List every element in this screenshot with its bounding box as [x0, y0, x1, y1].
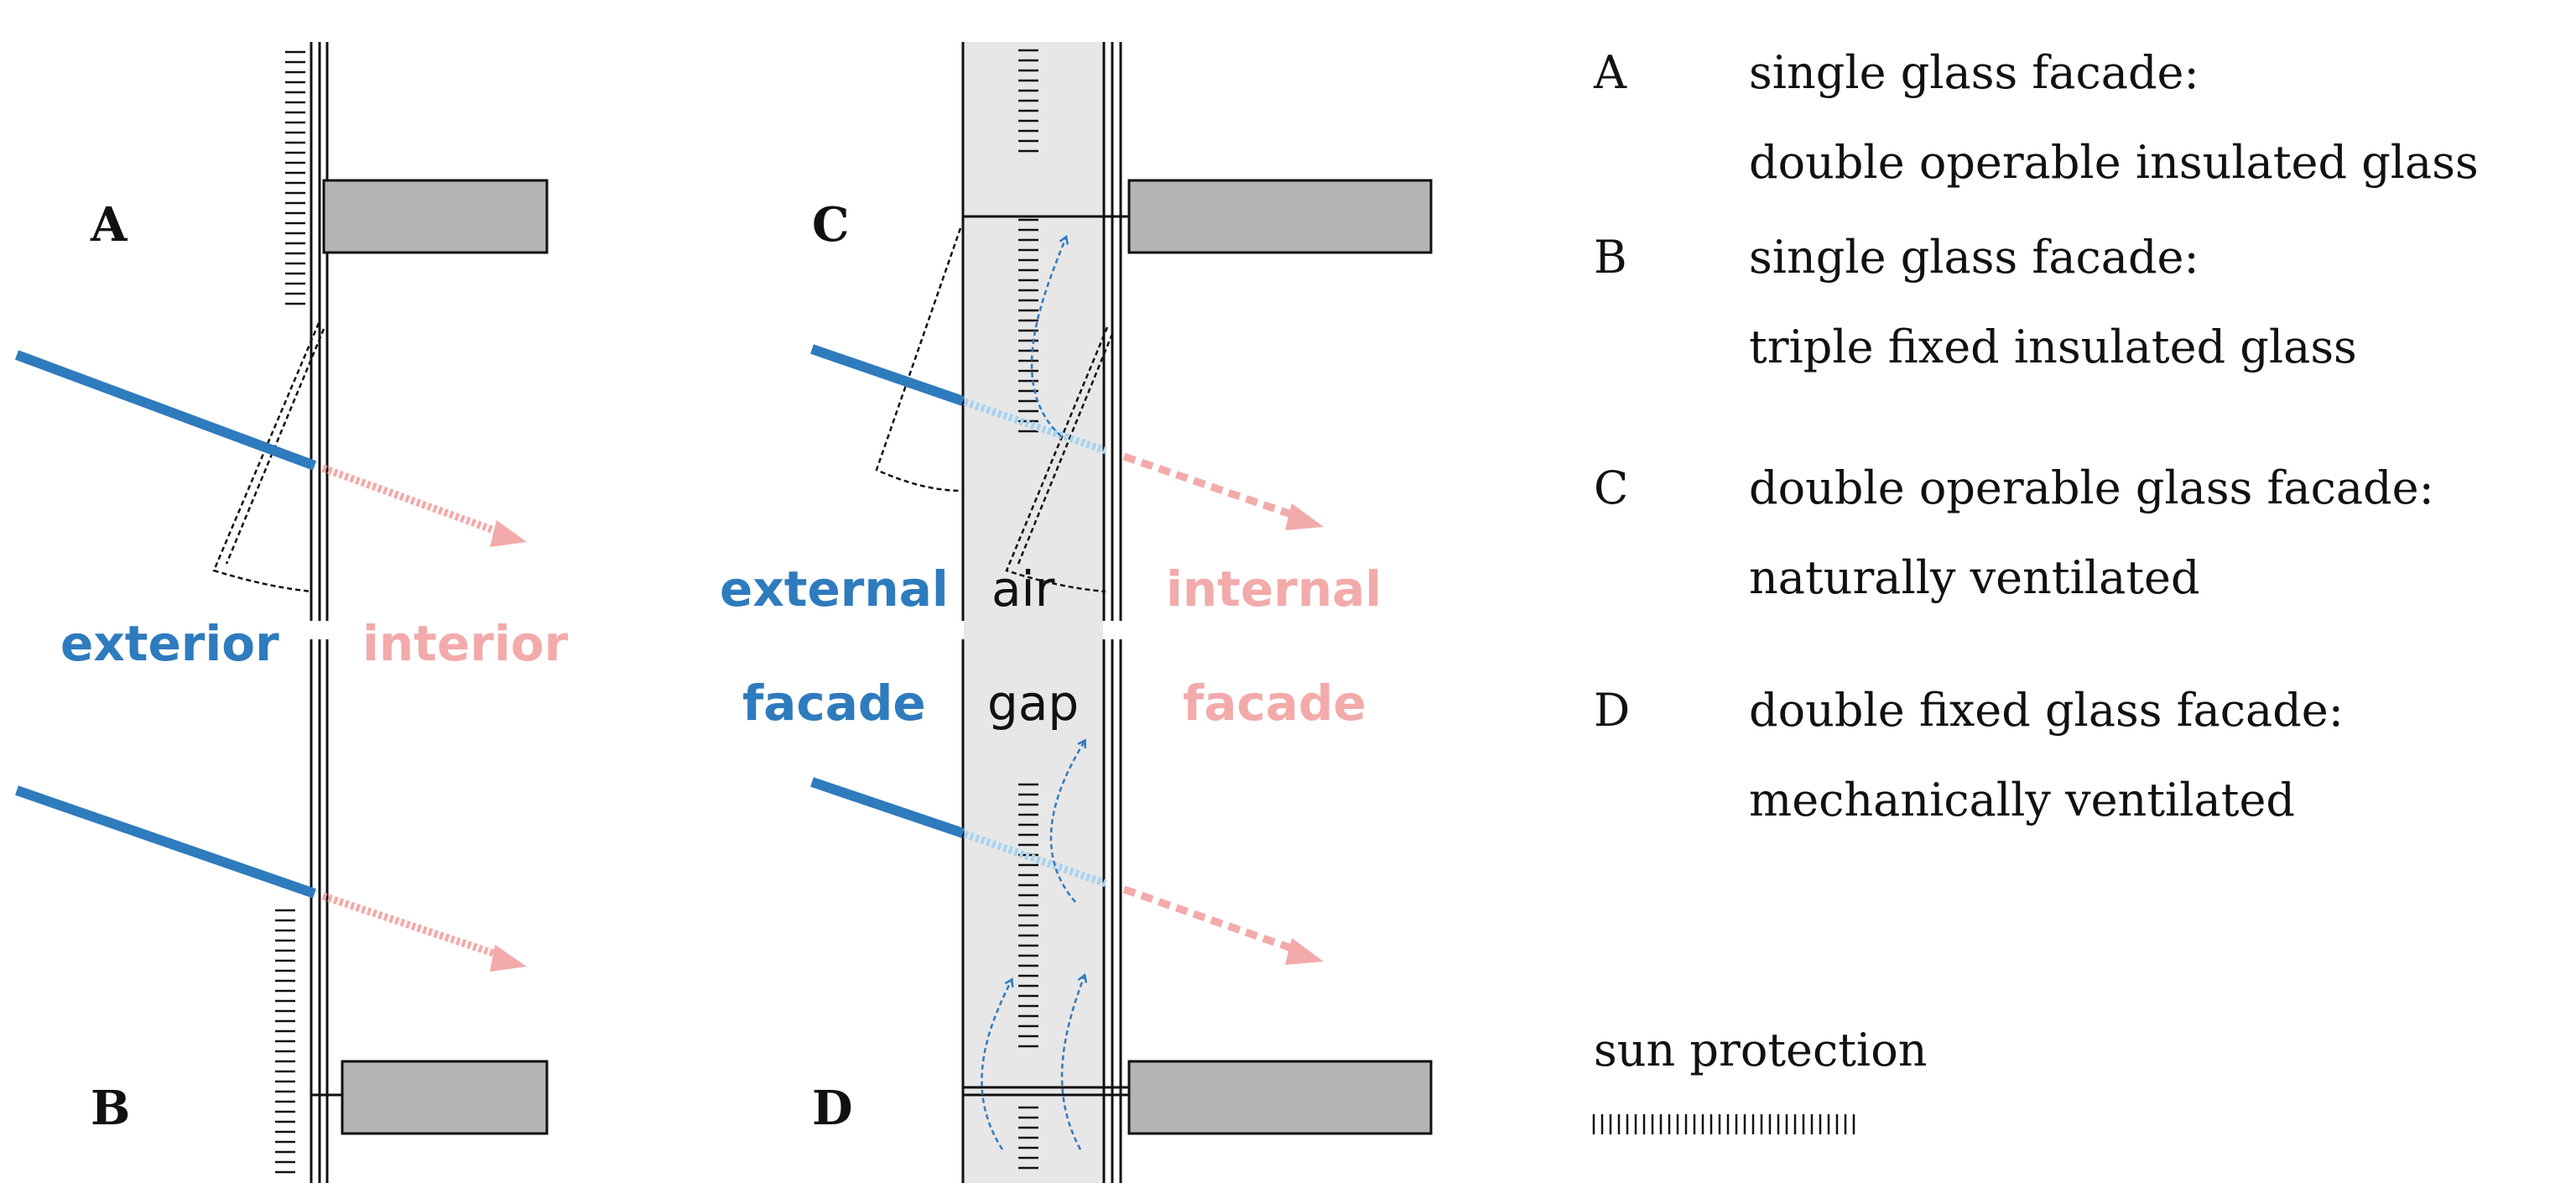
- sun-ray-c: [810, 344, 965, 406]
- floor-slab-b: [341, 1060, 549, 1135]
- filtered-ray-c: [963, 398, 1107, 455]
- air-gap-label-bg: [964, 621, 1103, 639]
- label-airgap-2: gap: [987, 675, 1079, 732]
- label-internal-1: internal: [1166, 560, 1382, 618]
- transmitted-arrow-a: [490, 520, 527, 547]
- sun-protection-blinds-c: [1018, 218, 1038, 433]
- legend-key-c: C: [1594, 461, 1628, 514]
- legend-line1-c: double operable glass facade:: [1749, 461, 2434, 514]
- sun-protection-blinds-a: [285, 50, 305, 305]
- label-external-2: facade: [742, 675, 926, 732]
- legend-line2-a: double operable insulated glass: [1749, 136, 2479, 189]
- transmitted-arrow-b: [490, 945, 527, 972]
- floor-slab-d: [1127, 1060, 1433, 1135]
- external-window-swing-c: [875, 227, 964, 493]
- transmitted-arrow-c: [1285, 503, 1324, 530]
- label-internal-2: facade: [1183, 675, 1366, 732]
- legend-item-d: D double fixed glass facade: mechanicall…: [1594, 684, 2344, 826]
- air-gap-cavity: [963, 42, 1104, 1183]
- legend-line2-d: mechanically ventilated: [1749, 774, 2295, 826]
- legend-item-c: C double operable glass facade: naturall…: [1594, 461, 2434, 604]
- transmitted-arrow-d: [1285, 938, 1324, 965]
- window-swing-a: [212, 322, 320, 593]
- internal-window-swing-c: [1005, 326, 1109, 593]
- legend-sun-protection-swatch: [1592, 1114, 1855, 1134]
- legend-line2-c: naturally ventilated: [1749, 551, 2200, 604]
- panel-single-facade: A B exterior interior: [14, 42, 569, 1183]
- floor-slab-a: [322, 179, 549, 254]
- label-interior: interior: [362, 615, 569, 672]
- legend-line1-b: single glass facade:: [1749, 231, 2199, 284]
- sun-protection-blinds-d: [1018, 783, 1038, 1170]
- transmitted-ray-a: [321, 464, 505, 538]
- label-airgap-1: air: [991, 560, 1055, 618]
- legend-line1-a: single glass facade:: [1749, 46, 2199, 99]
- panel-double-facade: C D external facade air gap internal fac…: [720, 42, 1433, 1183]
- transmitted-ray-b: [321, 892, 505, 961]
- airflow-arrow-d-1: [1049, 738, 1086, 903]
- airflow-arrow-c-1: [1030, 235, 1069, 437]
- sun-ray-a: [14, 350, 317, 471]
- label-c: C: [812, 197, 850, 253]
- legend-line1-d: double fixed glass facade:: [1749, 684, 2344, 737]
- legend: A single glass facade: double operable i…: [1592, 46, 2479, 1134]
- sun-ray-b: [15, 785, 316, 899]
- sun-protection-blinds-c-top: [1018, 49, 1038, 153]
- label-exterior: exterior: [60, 615, 279, 672]
- transmitted-ray-c: [1122, 452, 1298, 520]
- legend-item-b: B single glass facade: triple fixed insu…: [1594, 231, 2357, 373]
- label-d: D: [812, 1081, 853, 1136]
- label-b: B: [91, 1081, 130, 1136]
- legend-key-a: A: [1593, 46, 1627, 99]
- sun-ray-d: [810, 777, 965, 838]
- floor-slab-c: [1127, 179, 1433, 254]
- legend-item-a: A single glass facade: double operable i…: [1593, 46, 2479, 189]
- legend-line2-b: triple fixed insulated glass: [1749, 321, 2357, 373]
- legend-key-d: D: [1594, 684, 1630, 737]
- transmitted-ray-d: [1122, 885, 1298, 954]
- sun-protection-blinds-b: [275, 909, 295, 1174]
- facade-gap: [302, 621, 336, 639]
- filtered-ray-d: [963, 830, 1107, 888]
- legend-key-b: B: [1594, 231, 1627, 284]
- label-a: A: [90, 197, 128, 253]
- legend-sun-protection-label: sun protection: [1594, 1024, 1928, 1076]
- label-external-1: external: [720, 560, 949, 618]
